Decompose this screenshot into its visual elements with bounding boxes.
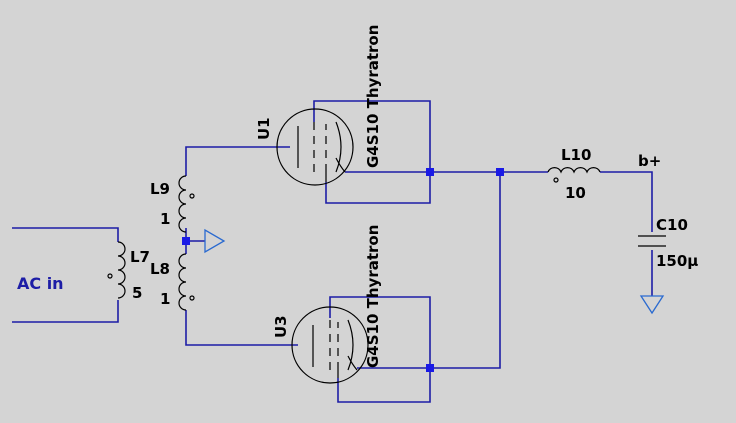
ground-icon-c10: [639, 295, 665, 315]
inductor-l7-coil: [117, 241, 126, 299]
inductor-l7[interactable]: L7 5: [107, 241, 150, 302]
inductor-l10-coil: [547, 167, 601, 174]
inductor-l9-dot: [189, 193, 195, 199]
wire-u3-out: [357, 172, 501, 369]
inductor-l7-ref: L7: [130, 248, 150, 266]
inductor-l7-value: 5: [132, 284, 142, 302]
net-label-ac-in: AC in: [17, 274, 64, 293]
wires: [12, 100, 653, 403]
thyratron-u1-envelope: [276, 108, 354, 186]
junction-u3-out: [426, 364, 434, 372]
capacitor-c10-value: 150µ: [656, 252, 698, 270]
inductor-l10-dot: [553, 177, 559, 183]
inductor-l8-value: 1: [160, 290, 170, 308]
net-label-b-plus: b+: [638, 152, 661, 170]
inductor-l9-coil: [178, 175, 187, 233]
inductor-l10[interactable]: L10 10: [547, 146, 601, 202]
wire-l9-to-u1-grid: [185, 146, 290, 176]
thyratron-u1[interactable]: U1 G4S10 Thyratron: [255, 25, 382, 186]
inductor-l9-value: 1: [160, 210, 170, 228]
wire-ac-in-bottom: [12, 300, 119, 323]
thyratron-u3-envelope: [291, 306, 369, 384]
thyratron-u3-grid: [329, 320, 339, 378]
thyratron-u3-model: G4S10 Thyratron: [364, 225, 382, 368]
inductor-l7-dot: [107, 273, 113, 279]
wire-u3-cathode-loop: [337, 368, 431, 403]
junction-u1-out: [426, 168, 434, 176]
capacitor-c10[interactable]: C10 150µ: [638, 216, 698, 270]
junction-center-tap: [182, 237, 190, 245]
inductor-l9[interactable]: L9 1: [150, 175, 195, 233]
thyratron-u1-plate: [335, 121, 346, 173]
wire-u1-plate-loop: [313, 100, 431, 172]
thyratron-u3-plate: [347, 319, 358, 371]
wire-u1-cathode-loop: [325, 172, 431, 204]
inductor-l8-coil: [178, 253, 187, 311]
junction-u1-u3-out: [496, 168, 504, 176]
inductor-l8-ref: L8: [150, 260, 170, 278]
thyratron-u3[interactable]: U3 G4S10 Thyratron: [272, 225, 382, 384]
inductor-l8-dot: [189, 295, 195, 301]
capacitor-c10-ref: C10: [656, 216, 688, 234]
wire-l8-to-u3-grid: [185, 310, 298, 346]
wire-l10-to-bplus: [600, 171, 653, 232]
thyratron-u3-ref: U3: [272, 315, 290, 338]
thyratron-u1-ref: U1: [255, 117, 273, 140]
thyratron-u1-model: G4S10 Thyratron: [364, 25, 382, 168]
inductor-l10-value: 10: [565, 184, 586, 202]
ground-icon-center-tap: [204, 228, 226, 254]
inductor-l9-ref: L9: [150, 180, 170, 198]
wire-ac-in-top: [12, 227, 119, 242]
thyratron-u1-grid: [313, 122, 327, 182]
inductor-l10-ref: L10: [561, 146, 591, 164]
inductor-l8[interactable]: L8 1: [150, 253, 195, 311]
